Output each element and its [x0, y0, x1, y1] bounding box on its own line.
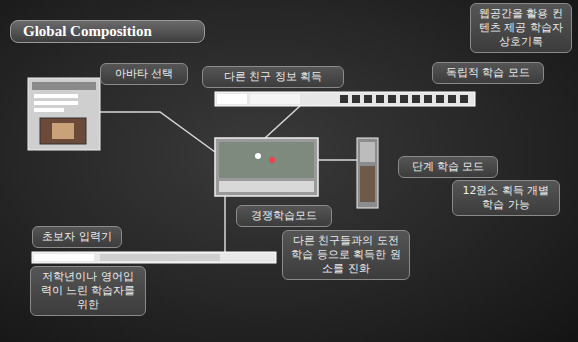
- label-text: 다른 친구 정보 획득: [209, 70, 337, 84]
- label-text: 저학년이나 영어입력이 느린 학습자를 위한: [37, 270, 139, 312]
- label-box: 초보자 입력기: [32, 226, 122, 248]
- label-text: 경쟁학습모드: [243, 209, 325, 223]
- label-box: 경쟁학습모드: [236, 205, 332, 227]
- label-text: 12원소 획득 개별 학습 가능: [459, 184, 553, 212]
- label-text: 다른 친구들과의 도전학습 등으로 획득한 원소를 진화: [289, 234, 403, 276]
- label-box: 다른 친구 정보 획득: [202, 66, 344, 88]
- label-text: 단계 학습 모드: [405, 160, 491, 174]
- label-text: 초보자 입력기: [39, 230, 115, 244]
- label-box: 단계 학습 모드: [398, 156, 498, 178]
- label-box: 저학년이나 영어입력이 느린 학습자를 위한: [30, 266, 146, 316]
- label-box: 독립적 학습 모드: [432, 62, 544, 84]
- label-text: 웹공간을 활용 컨텐츠 제공 학습자 상호기록: [477, 7, 565, 49]
- label-text: 독립적 학습 모드: [439, 66, 537, 80]
- label-box: 웹공간을 활용 컨텐츠 제공 학습자 상호기록: [470, 3, 572, 53]
- label-box: 12원소 획득 개별 학습 가능: [452, 180, 560, 216]
- label-box: 다른 친구들과의 도전학습 등으로 획득한 원소를 진화: [282, 230, 410, 280]
- label-text: 아바타 선택: [107, 67, 181, 81]
- title-box: Global Composition: [10, 20, 205, 43]
- label-box: 아바타 선택: [100, 63, 188, 85]
